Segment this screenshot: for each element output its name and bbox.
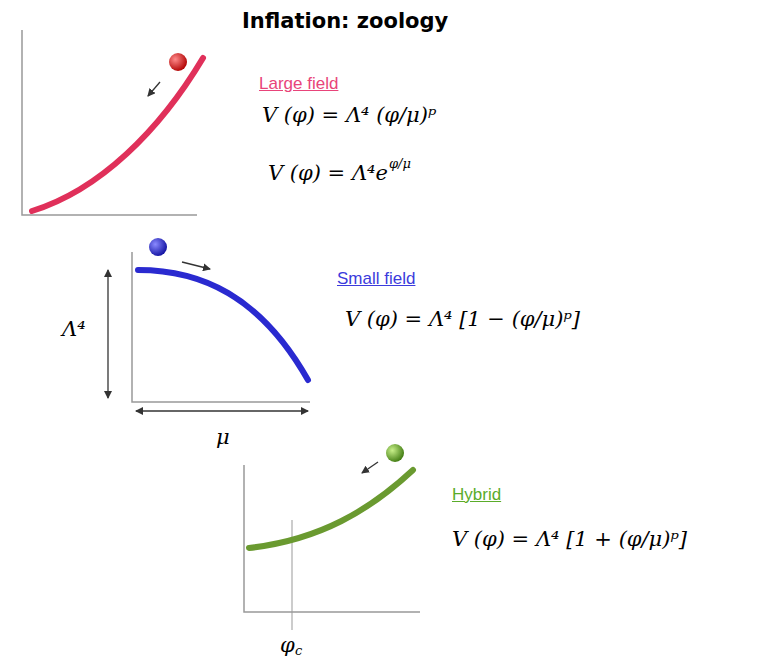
- axis-label: Λ⁴: [62, 318, 86, 341]
- diagram-title: Inflation: zoology: [242, 10, 448, 33]
- axis-label: φ: [280, 634, 295, 657]
- hybrid-plot: [244, 444, 420, 630]
- category-heading: Hybrid: [452, 486, 501, 505]
- formula-exponent: φ/μ: [389, 157, 411, 171]
- category-heading: Large field: [259, 75, 338, 94]
- large-field-plot: [22, 30, 203, 215]
- potential-formula: V (φ) = Λ⁴ [1 + (φ/μ)ᵖ]: [452, 528, 687, 551]
- potential-formula: V (φ) = Λ⁴ (φ/μ)ᵖ: [262, 104, 436, 127]
- axis-label: μ: [216, 426, 230, 449]
- potential-formula: V (φ) = Λ⁴ [1 − (φ/μ)ᵖ]: [345, 308, 580, 331]
- axis-subscript: c: [295, 644, 302, 658]
- potential-formula: V (φ) = Λ⁴e: [268, 162, 388, 185]
- category-heading: Small field: [337, 270, 415, 289]
- small-field-plot: [108, 238, 310, 411]
